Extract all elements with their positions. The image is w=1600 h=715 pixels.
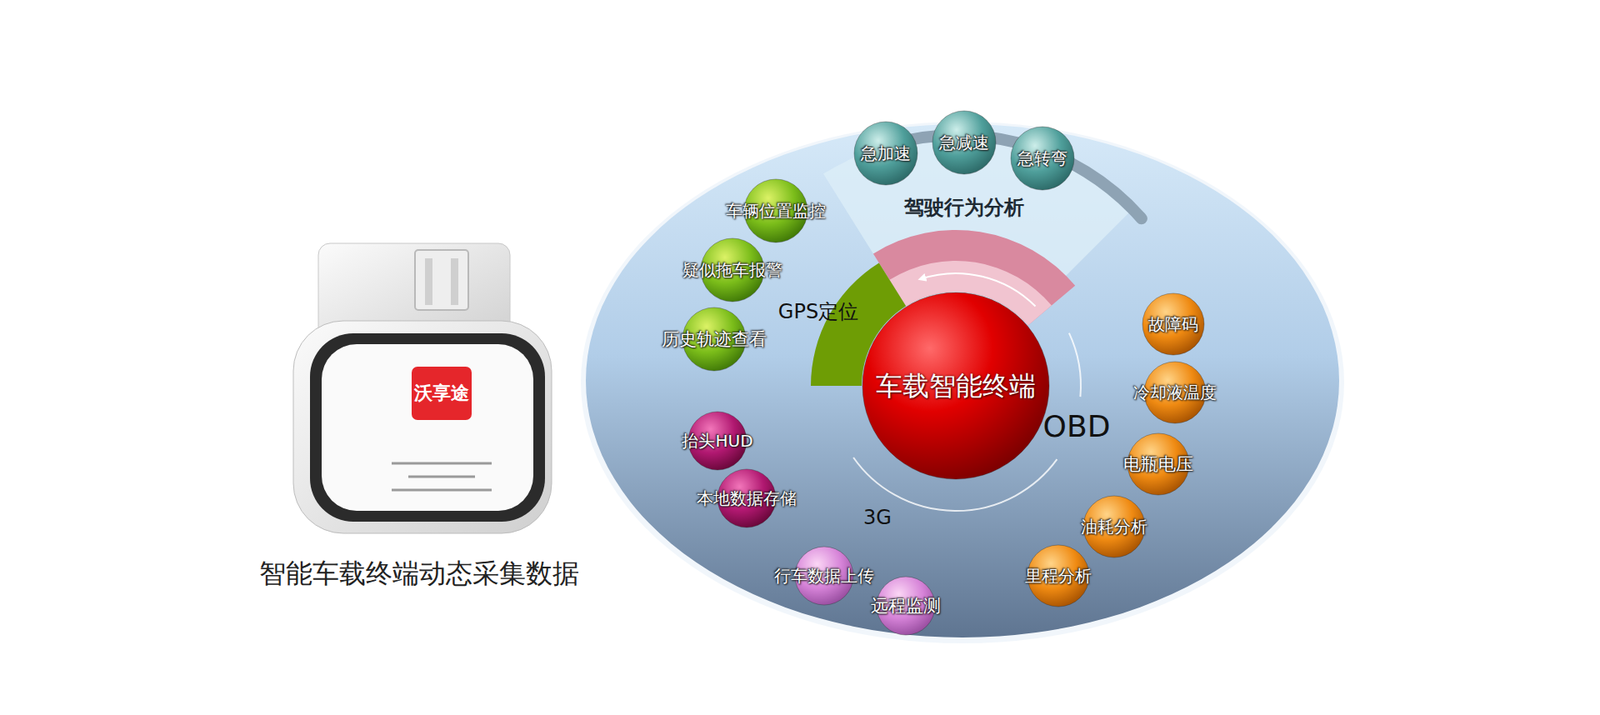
feature-bubble: 本地数据存储 <box>692 468 801 529</box>
feature-text: 急加速 <box>860 144 911 164</box>
feature-text: 油耗分析 <box>1080 517 1148 537</box>
feature-text: 急减速 <box>939 133 990 153</box>
feature-bubble: 急转弯 <box>1010 125 1075 191</box>
feature-bubble: 急减速 <box>931 110 997 175</box>
feature-bubble: 历史轨迹查看 <box>657 306 771 372</box>
feature-bubble: 远程监测 <box>866 575 945 636</box>
feature-text: 电瓶电压 <box>1123 454 1194 475</box>
feature-text: 疑似拖车报警 <box>682 260 783 280</box>
feature-bubble: 行车数据上传 <box>770 545 879 606</box>
device-print <box>391 462 492 465</box>
feature-bubble: 急加速 <box>853 120 919 186</box>
bubble-circle <box>932 110 996 175</box>
feature-bubble: 里程分析 <box>1020 544 1096 608</box>
device-shell <box>293 320 552 534</box>
channel-label: 3G <box>863 506 892 530</box>
feature-text: 远程监测 <box>870 595 941 616</box>
connector-pin <box>425 258 433 305</box>
channel-label: GPS定位 <box>778 300 859 325</box>
feature-bubble: 车辆位置监控 <box>721 178 830 244</box>
ellipse-glow <box>580 121 1345 644</box>
terminal-title: 车载智能终端 <box>875 370 1036 402</box>
sector-label: 驾驶行为分析 <box>904 196 1025 220</box>
channel-label: OBD <box>1043 409 1111 444</box>
feature-bubble: 疑似拖车报警 <box>678 237 787 303</box>
feature-bubble: 油耗分析 <box>1076 495 1152 559</box>
feature-text: 故障码 <box>1148 315 1199 335</box>
feature-text: 历史轨迹查看 <box>661 329 767 350</box>
connector-pin <box>450 258 459 305</box>
device-print <box>391 489 492 492</box>
feature-text: 急转弯 <box>1017 149 1068 169</box>
device-frame <box>310 333 545 522</box>
feature-text: 行车数据上传 <box>774 566 875 586</box>
feature-text: 冷却液温度 <box>1133 383 1217 403</box>
terminal-sphere: 车载智能终端 <box>861 291 1050 480</box>
feature-text: 抬头HUD <box>681 431 753 451</box>
feature-bubble: 电瓶电压 <box>1119 432 1198 496</box>
device-print <box>408 475 475 479</box>
feature-bubble: 冷却液温度 <box>1129 360 1221 425</box>
logo-badge <box>411 366 472 420</box>
logo-text: 沃享途 <box>414 382 470 404</box>
feature-text: 本地数据存储 <box>696 489 797 509</box>
feature-text: 里程分析 <box>1025 566 1092 586</box>
feature-bubble: 抬头HUD <box>677 410 757 471</box>
feature-ellipse <box>585 124 1340 638</box>
feature-bubble: 故障码 <box>1141 292 1205 356</box>
caption: 智能车载终端动态采集数据 <box>259 558 580 590</box>
feature-text: 车辆位置监控 <box>725 201 826 221</box>
bubble-circle <box>1142 293 1205 355</box>
bubble-circle <box>862 292 1050 480</box>
connector-slot <box>415 250 469 310</box>
bubble-circle <box>1010 126 1075 190</box>
device-face <box>321 344 534 511</box>
orbit-arc <box>1069 333 1081 398</box>
bubble-circle <box>854 121 918 185</box>
